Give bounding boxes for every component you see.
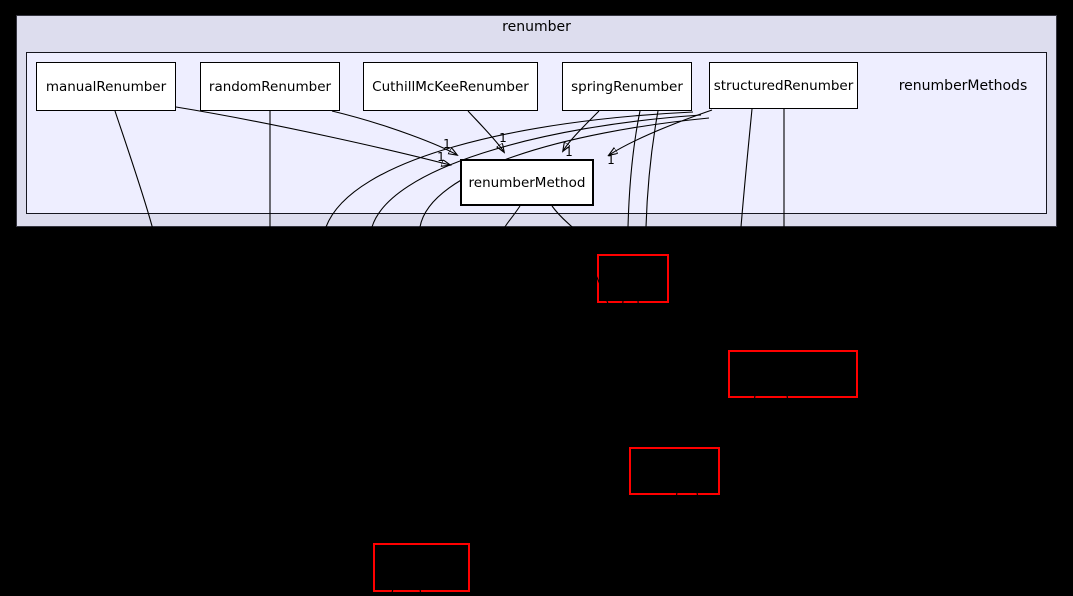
edge-renumberMethod-down-1 xyxy=(404,205,521,540)
cluster-renumber-methods-title[interactable]: renumberMethods xyxy=(898,78,1028,94)
edge-stub-5 xyxy=(673,491,678,516)
edge-stub-4 xyxy=(786,394,791,421)
edge-stub-1 xyxy=(619,300,624,331)
edge-label-4: 1 xyxy=(565,145,573,159)
external-dependency-node-2[interactable] xyxy=(728,350,858,398)
external-dependency-node-3[interactable] xyxy=(629,447,720,495)
node-springRenumber[interactable]: springRenumber xyxy=(562,62,692,111)
edge-label-3: 1 xyxy=(499,131,507,145)
edge-renumberMethod-down-2 xyxy=(551,205,653,444)
external-dependency-node-4[interactable] xyxy=(373,543,470,592)
node-structuredRenumber[interactable]: structuredRenumber xyxy=(709,62,858,109)
edge-stub-2 xyxy=(637,300,641,331)
edge-label-1: 1 xyxy=(443,137,451,151)
edge-label-2: 1 xyxy=(437,150,445,164)
node-CuthillMcKeeRenumber[interactable]: CuthillMcKeeRenumber xyxy=(363,62,538,111)
external-dependency-node-1[interactable] xyxy=(597,254,669,303)
edge-stub-3 xyxy=(751,394,756,421)
cluster-renumber-title[interactable]: renumber xyxy=(502,19,571,35)
edge-label-5: 1 xyxy=(607,153,615,167)
node-randomRenumber[interactable]: randomRenumber xyxy=(200,62,340,111)
edge-stub-6 xyxy=(696,491,701,516)
node-manualRenumber[interactable]: manualRenumber xyxy=(36,62,176,111)
node-renumberMethod[interactable]: renumberMethod xyxy=(460,159,594,206)
